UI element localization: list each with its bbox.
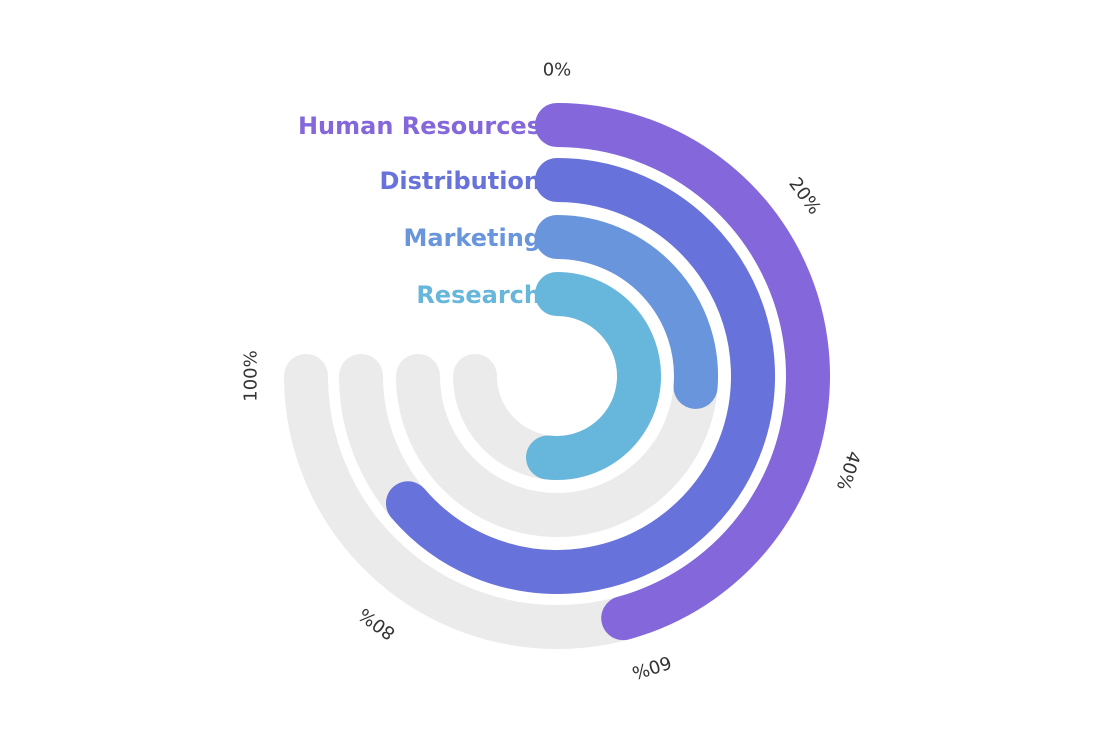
category-label-distribution: Distribution [379,167,541,195]
tick-label-80-percent: 80% [355,603,400,644]
bar-research[interactable] [526,272,661,480]
tick-label-0-percent: 0% [543,60,572,81]
bars [385,103,830,641]
category-label-marketing: Marketing [404,224,541,252]
bar-human-resources[interactable] [535,103,830,641]
category-label-human-resources: Human Resources [298,112,541,140]
category-label-research: Research [416,281,541,309]
tick-label-20-percent: 20% [784,174,825,219]
tick-label-60-percent: 60% [629,651,674,683]
tick-label-40-percent: 40% [832,448,864,493]
category-labels: Human ResourcesDistributionMarketingRese… [298,112,541,309]
bar-marketing[interactable] [535,215,718,409]
bar-distribution[interactable] [385,158,775,594]
tick-label-100-percent: 100% [241,350,262,401]
